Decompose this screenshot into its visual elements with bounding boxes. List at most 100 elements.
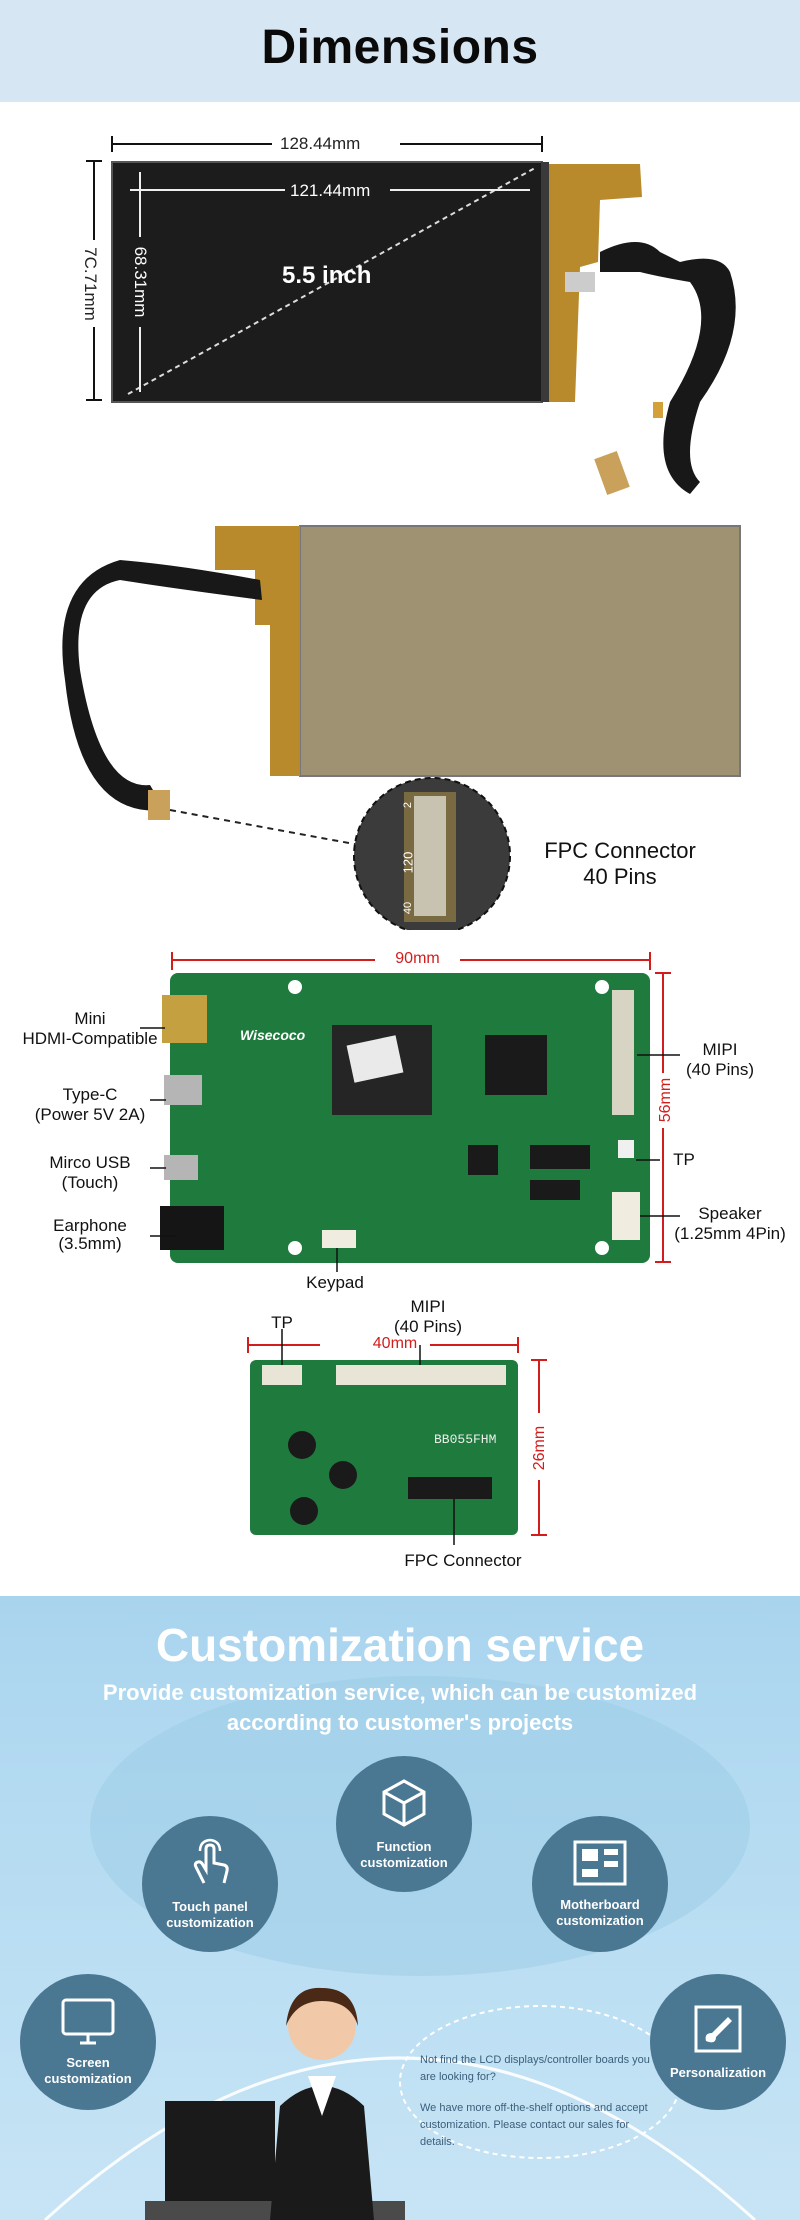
fpc-chip [565, 272, 595, 292]
brush-icon [692, 2003, 744, 2059]
agent-hair [286, 1987, 358, 2026]
motherboard-customization-label: Motherboard customization [556, 1897, 644, 1928]
custom-subtitle: Provide customization service, which can… [102, 1680, 698, 1735]
lcd-panel-front [111, 161, 736, 495]
board-small-width: 40mm [372, 1335, 418, 1352]
microusb-port [164, 1155, 198, 1180]
monitor-icon [60, 1997, 116, 2049]
personalization: Personalization [650, 1974, 786, 2110]
fpc-gold-contact [594, 451, 630, 495]
inductor [290, 1497, 318, 1525]
fpc-stiffener [653, 402, 663, 418]
function-customization-label: Function customization [360, 1839, 448, 1870]
sales-note-2: We have more off-the-shelf options and a… [420, 2102, 648, 2148]
ic-small [530, 1145, 590, 1169]
sales-note: Not find the LCD displays/controller boa… [420, 2052, 660, 2151]
label-keypad: Keypad [306, 1273, 364, 1292]
customization-section: Customization service Provide customizat… [0, 1596, 800, 2220]
label-tp: TP [673, 1150, 695, 1169]
mount-hole [595, 1241, 609, 1255]
dim-line [93, 327, 95, 400]
fpc-back-gold [215, 526, 300, 776]
board-small-height: 26mm [531, 1425, 548, 1471]
active-width-label: 121.44mm [290, 181, 371, 200]
lcd-panel-frame [541, 162, 549, 402]
fpc-back-cable [62, 560, 263, 811]
function-customization: Function customization [336, 1756, 472, 1892]
agent-body [270, 2086, 374, 2220]
label-fpc-small: FPC Connector [404, 1551, 522, 1570]
dim-tick [541, 136, 543, 152]
typec-port [164, 1075, 202, 1105]
label-mipi-2: (40 Pins) [685, 1060, 755, 1079]
pcb-large [170, 973, 650, 1263]
board-large-graphic [140, 952, 680, 1272]
sales-note-1: Not find the LCD displays/controller boa… [420, 2054, 650, 2083]
keypad-connector [322, 1230, 356, 1248]
label-ear-2: (3.5mm) [58, 1234, 122, 1253]
label-speaker-2: (1.25mm 4Pin) [674, 1224, 786, 1243]
label-ear-1: Earphone [53, 1216, 127, 1235]
ic-small [530, 1180, 580, 1200]
label-usb-1: Mirco USB [49, 1153, 131, 1172]
connector-pin-left: 40 [402, 901, 415, 915]
mount-hole [595, 980, 609, 994]
agent-shirt [308, 2076, 336, 2116]
mount-hole [288, 980, 302, 994]
tp-connector [262, 1365, 302, 1385]
label-hdmi-1: Mini [74, 1009, 106, 1028]
board-small-section: BB055FHM 40mm 26mm TP MIPI (40 Pins) FPC… [0, 1297, 800, 1585]
mipi-connector [336, 1365, 506, 1385]
header-banner: Dimensions [0, 0, 800, 102]
connector-pins: 40 Pins [583, 864, 657, 889]
screen-customization: Screen customization [20, 1974, 156, 2110]
motherboard-customization: Motherboard customization [532, 1816, 668, 1952]
label-hdmi-2: HDMI-Compatible [22, 1029, 158, 1048]
inductor [329, 1461, 357, 1489]
custom-title: Customization service [155, 1619, 645, 1671]
laptop [165, 2101, 275, 2201]
dim-line [93, 160, 95, 240]
label-mipi-small-1: MIPI [410, 1297, 446, 1316]
dim-line [400, 143, 541, 145]
board-brand: Wisecoco [240, 1027, 306, 1043]
lcd-panel-back [62, 525, 741, 930]
label-tp-small: TP [271, 1313, 293, 1332]
ic-small [468, 1145, 498, 1175]
touch-panel-customization: Touch panel customization [142, 1816, 278, 1952]
label-mipi-1: MIPI [702, 1040, 738, 1059]
mipi-chip [485, 1035, 547, 1095]
fpc-back-contact [148, 790, 170, 820]
label-speaker-1: Speaker [698, 1204, 762, 1223]
fpc-flex-cable [600, 242, 736, 494]
label-typec-1: Type-C [62, 1085, 118, 1104]
page-title: Dimensions [261, 21, 539, 74]
lcd-back-section: 120 40 2 FPC Connector 40 Pins [0, 510, 800, 930]
speaker-connector [612, 1192, 640, 1240]
connector-pin-right: 2 [402, 801, 415, 809]
connector-zoom-pins [414, 796, 446, 916]
tp-connector [618, 1140, 634, 1158]
board-large-section: Wisecoco 90mm 56mm Mini HDMI-Compatible … [0, 940, 800, 1292]
mipi-connector [612, 990, 634, 1115]
cube-icon [378, 1777, 430, 1833]
diagonal-label: 5.5 inch [282, 262, 372, 289]
earphone-jack [160, 1206, 224, 1250]
fpc-flex-gold [549, 164, 642, 402]
dim-line [112, 143, 272, 145]
board-icon [572, 1839, 628, 1891]
label-usb-2: (Touch) [61, 1173, 119, 1192]
arc-line [43, 2056, 757, 2220]
label-mipi-small-2: (40 Pins) [393, 1317, 463, 1336]
screen-customization-label: Screen customization [44, 2055, 132, 2086]
board-small-silk: BB055FHM [434, 1432, 497, 1447]
hdmi-port [162, 995, 207, 1043]
touch-icon [184, 1837, 236, 1893]
inductor [288, 1431, 316, 1459]
lcd-front-section: 128.44mm 7C.71mm 121.44mm 68.31mm 5.5 in… [0, 102, 800, 502]
lcd-back-plate [299, 525, 741, 777]
label-typec-2: (Power 5V 2A) [34, 1105, 146, 1124]
connector-marking: 120 [400, 851, 416, 874]
agent-head [288, 1992, 356, 2060]
